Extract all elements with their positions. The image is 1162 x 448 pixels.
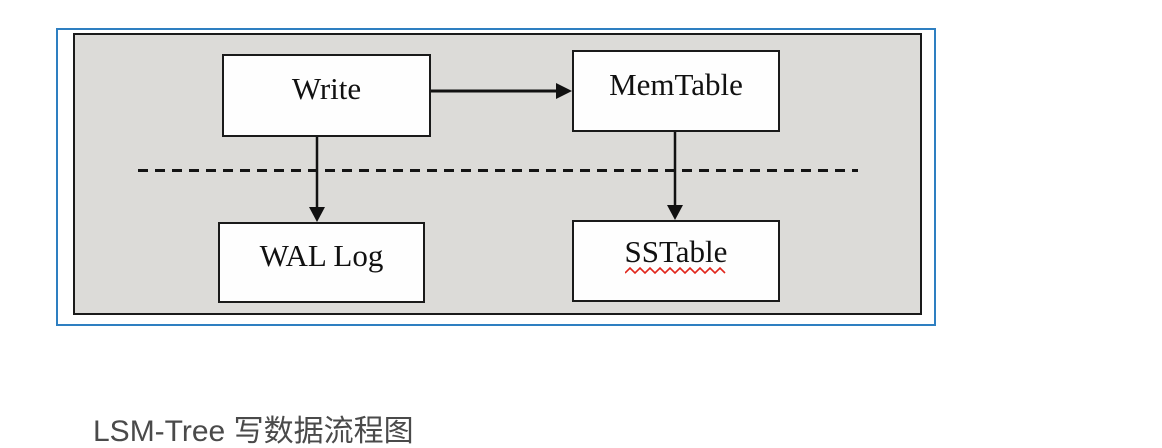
- diagram-figure-frame: Write MemTable WAL Log SSTable: [56, 28, 936, 326]
- node-sstable: SSTable: [572, 220, 780, 302]
- figure-caption: LSM-Tree 写数据流程图: [93, 415, 414, 448]
- arrow-write-to-wal-log: [309, 137, 325, 222]
- arrow-memtable-to-sstable: [667, 132, 683, 220]
- node-write: Write: [222, 54, 431, 137]
- node-memtable-label: MemTable: [609, 66, 743, 102]
- node-memtable: MemTable: [572, 50, 780, 132]
- memory-disk-separator-dashed-line: [138, 169, 858, 172]
- spellcheck-wavy-underline-icon: [625, 266, 727, 275]
- node-wal-log-label: WAL Log: [259, 238, 384, 273]
- diagram-panel: Write MemTable WAL Log SSTable: [73, 33, 922, 315]
- flow-arrows: [309, 83, 683, 222]
- arrow-write-to-memtable: [431, 83, 572, 99]
- node-wal-log: WAL Log: [218, 222, 425, 303]
- node-sstable-label: SSTable: [624, 234, 728, 269]
- node-write-label: Write: [291, 71, 362, 106]
